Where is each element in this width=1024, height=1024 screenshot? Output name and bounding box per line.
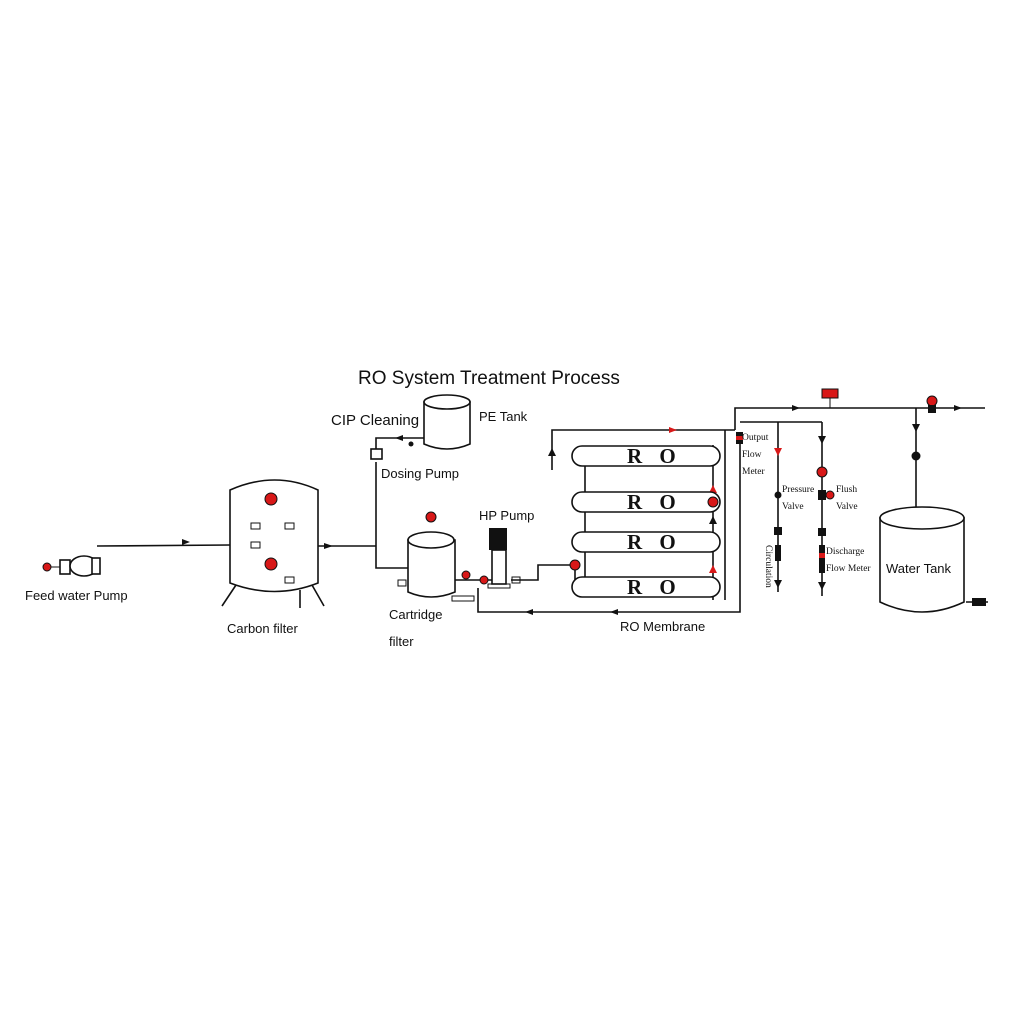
ro-feed-gauge [569,559,581,571]
pe-tank-label: PE Tank [479,409,528,424]
carbon-filter-label: Carbon filter [227,621,298,636]
discharge-flow-meter [819,545,825,573]
ro-vessel-3: R O [571,530,721,554]
ro-vessel-2-label: R O [627,490,682,514]
cip-cleaning-label: CIP Cleaning [331,412,419,429]
cartridge-filter-label-1: Cartridge [389,607,442,622]
hp-pump [479,528,521,589]
dosing-pump-label: Dosing Pump [381,466,459,481]
water-tank [879,506,986,613]
ro-header-gauge [707,496,719,508]
flush-valve [816,466,835,536]
discharge-flow-meter-label-2: Flow Meter [826,564,871,574]
output-flow-meter-label-1: Output [742,433,769,443]
discharge-flow-meter-label-1: Discharge [826,547,864,557]
diagram-title: RO System Treatment Process [358,368,620,389]
tank-inlet-valve [911,451,921,461]
flush-valve-label-2: Valve [836,502,858,512]
circulation-label: Circulation [763,545,773,588]
cartridge-filter-label-2: filter [389,634,414,649]
flush-valve-label-1: Flush [836,485,857,495]
product-valve [926,395,938,413]
cartridge-filter [397,511,475,602]
hp-pump-label: HP Pump [479,508,534,523]
ro-vessel-1-label: R O [627,444,682,468]
pressure-valve-label-1: Pressure [782,485,814,495]
output-flow-meter-label-3: Meter [742,467,766,477]
feed-water-pump [42,555,101,577]
ro-vessel-4-label: R O [627,575,682,599]
output-flow-meter-label-2: Flow [742,450,762,460]
pressure-valve-label-2: Valve [782,502,804,512]
ro-vessel-4: R O [571,575,721,599]
carbon-filter [221,479,325,608]
ro-vessel-1: R O [571,444,721,468]
pressure-valve [774,491,782,561]
dosing-pump [370,441,414,460]
water-tank-label: Water Tank [886,561,952,576]
pe-tank [423,394,471,450]
ro-vessel-2: R O [571,490,721,514]
product-flow-indicator [821,388,839,399]
output-flow-meter [736,432,743,444]
feed-water-pump-label: Feed water Pump [25,588,128,603]
ro-vessel-3-label: R O [627,530,682,554]
ro-membrane-label: RO Membrane [620,619,705,634]
